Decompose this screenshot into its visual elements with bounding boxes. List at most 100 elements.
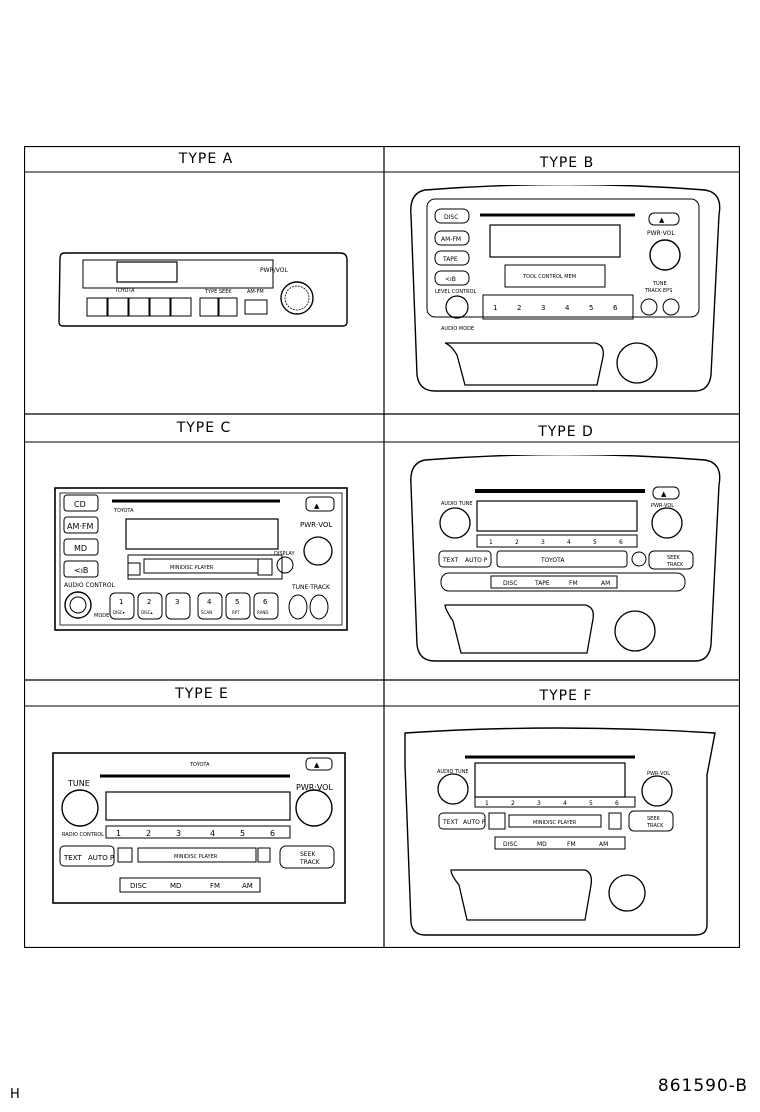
- panel-label: RAND: [257, 610, 268, 615]
- panel-label: AUDIO MODE: [441, 326, 474, 332]
- type-c-audio-knob: [64, 591, 92, 619]
- panel-label: 1: [485, 800, 489, 807]
- panel-label: 2: [146, 829, 151, 838]
- panel-label: AM: [601, 580, 610, 587]
- panel-label: <ıB: [74, 566, 88, 575]
- panel-label: DISC: [503, 580, 517, 587]
- type-b-audio-knob: [445, 295, 469, 319]
- panel-label: TOOL CONTROL MEM: [522, 274, 576, 280]
- panel-label: AUTO P: [88, 854, 114, 862]
- panel-label: 4: [563, 800, 567, 807]
- panel-label: TRACK: [666, 562, 684, 568]
- panel-label: TOYOTA: [540, 557, 565, 564]
- panel-label: MINIDISC PLAYER: [170, 565, 214, 571]
- panel-label: 1: [489, 539, 493, 546]
- panel-label: MD: [170, 882, 181, 890]
- panel-label: TEXT: [442, 819, 458, 826]
- type-a-seek-label: TYPE SEEK: [204, 289, 232, 295]
- type-b-deck: [504, 264, 606, 288]
- panel-label: RADIO CONTROL: [62, 832, 104, 838]
- panel-label: AUTO P: [465, 557, 488, 564]
- panel-label: 2: [147, 598, 151, 606]
- panel-label: TAPE: [534, 580, 550, 587]
- panel-label: 5: [593, 539, 597, 546]
- panel-label: 3: [541, 304, 545, 312]
- panel-label: MODE: [94, 613, 109, 619]
- type-a-header: TYPE A: [178, 151, 234, 167]
- panel-label: 3: [541, 539, 545, 546]
- panel-label: AUTO P: [463, 819, 486, 826]
- panel-label: PWR·VOL: [296, 783, 333, 792]
- panel-label: FM: [567, 841, 576, 848]
- type-a-radio: TOYOTA PWR/VOL TYPE SEEK AM-FM: [58, 252, 348, 327]
- type-f-display: [474, 762, 626, 798]
- panel-label: PWR·VOL: [651, 503, 674, 509]
- footer-left-label: H: [10, 1087, 20, 1102]
- panel-label: ▲: [661, 490, 667, 498]
- panel-label: 3: [176, 829, 181, 838]
- panel-label: TOYOTA: [189, 762, 210, 768]
- panel-label: 5: [589, 800, 593, 807]
- panel-label: 1: [493, 304, 497, 312]
- panel-label: MD: [537, 841, 547, 848]
- type-d-header: TYPE D: [538, 424, 594, 440]
- panel-label: DISC: [444, 214, 458, 221]
- panel-label: TRACK·EPS: [644, 288, 672, 294]
- panel-label: TUNE: [67, 779, 90, 788]
- panel-label: 1: [119, 598, 123, 606]
- panel-label: TEXT: [63, 854, 82, 862]
- type-f-header: TYPE F: [539, 688, 593, 704]
- panel-label: DISPLAY: [274, 551, 295, 557]
- panel-label: MINIDISC PLAYER: [174, 854, 218, 860]
- type-c-volume-knob: [303, 536, 333, 566]
- type-b-left-buttons: DISC AM-FM TAPE <ıB: [434, 208, 470, 286]
- panel-label: AUDIO TUNE: [437, 769, 469, 775]
- type-c-display: [125, 518, 279, 550]
- panel-label: MD: [74, 544, 87, 553]
- panel-label: FM: [210, 882, 220, 890]
- panel-label: 5: [589, 304, 593, 312]
- panel-label: DISC: [130, 882, 147, 890]
- panel-label: AUDIO TUNE: [441, 501, 473, 507]
- type-c-left-buttons: [63, 494, 99, 578]
- panel-label: TRACK: [299, 859, 321, 866]
- panel-label: 6: [270, 829, 275, 838]
- panel-label: 5: [235, 598, 239, 606]
- type-b-display: [489, 224, 621, 258]
- panel-label: AUDIO CONTROL: [64, 582, 115, 589]
- type-b-header: TYPE B: [539, 155, 595, 171]
- panel-label: LEVEL CONTROL: [435, 289, 477, 295]
- panel-label: 4: [207, 598, 212, 606]
- panel-label: AM-FM: [441, 236, 461, 243]
- panel-label: 6: [613, 304, 618, 312]
- panel-label: 2: [515, 539, 519, 546]
- type-b-volume-knob: [649, 239, 681, 271]
- type-a-volume-knob: [280, 281, 314, 315]
- figure-number: 861590-B: [657, 1076, 748, 1096]
- type-c-header: TYPE C: [176, 420, 232, 436]
- panel-label: ▲: [659, 216, 665, 224]
- panel-label: TEXT: [442, 557, 458, 564]
- panel-label: 5: [240, 829, 245, 838]
- panel-label: SCAN: [201, 610, 212, 615]
- panel-label: 4: [210, 829, 215, 838]
- panel-label: SEEK: [300, 851, 316, 858]
- type-d-display: [476, 500, 638, 532]
- type-e-radio: TOYOTA ▲ TUNE PWR·VOL RADIO CONTROL 1 2 …: [52, 752, 346, 904]
- type-a-brand: TOYOTA: [114, 288, 135, 294]
- panel-label: AM: [599, 841, 608, 848]
- panel-label: DISC▴: [141, 610, 153, 615]
- type-d-radio: AUDIO TUNE PWR·VOL ▲ 1 2 3 4 5 6 TEXT AU…: [410, 455, 721, 662]
- panel-label: SEEK: [667, 555, 680, 561]
- type-b-tray: [444, 342, 604, 386]
- type-grid: [24, 146, 740, 948]
- type-c-presets: [109, 592, 279, 620]
- type-a-pwr-label: PWR/VOL: [260, 267, 288, 274]
- panel-label: PWR·VOL: [647, 771, 670, 777]
- type-b-presets: [482, 294, 634, 320]
- panel-label: ▲: [314, 761, 320, 769]
- grid-lines: [24, 146, 740, 948]
- type-b-climate-knob: [616, 342, 658, 384]
- type-e-display: [105, 791, 291, 821]
- type-a-amfm-label: AM-FM: [247, 289, 264, 295]
